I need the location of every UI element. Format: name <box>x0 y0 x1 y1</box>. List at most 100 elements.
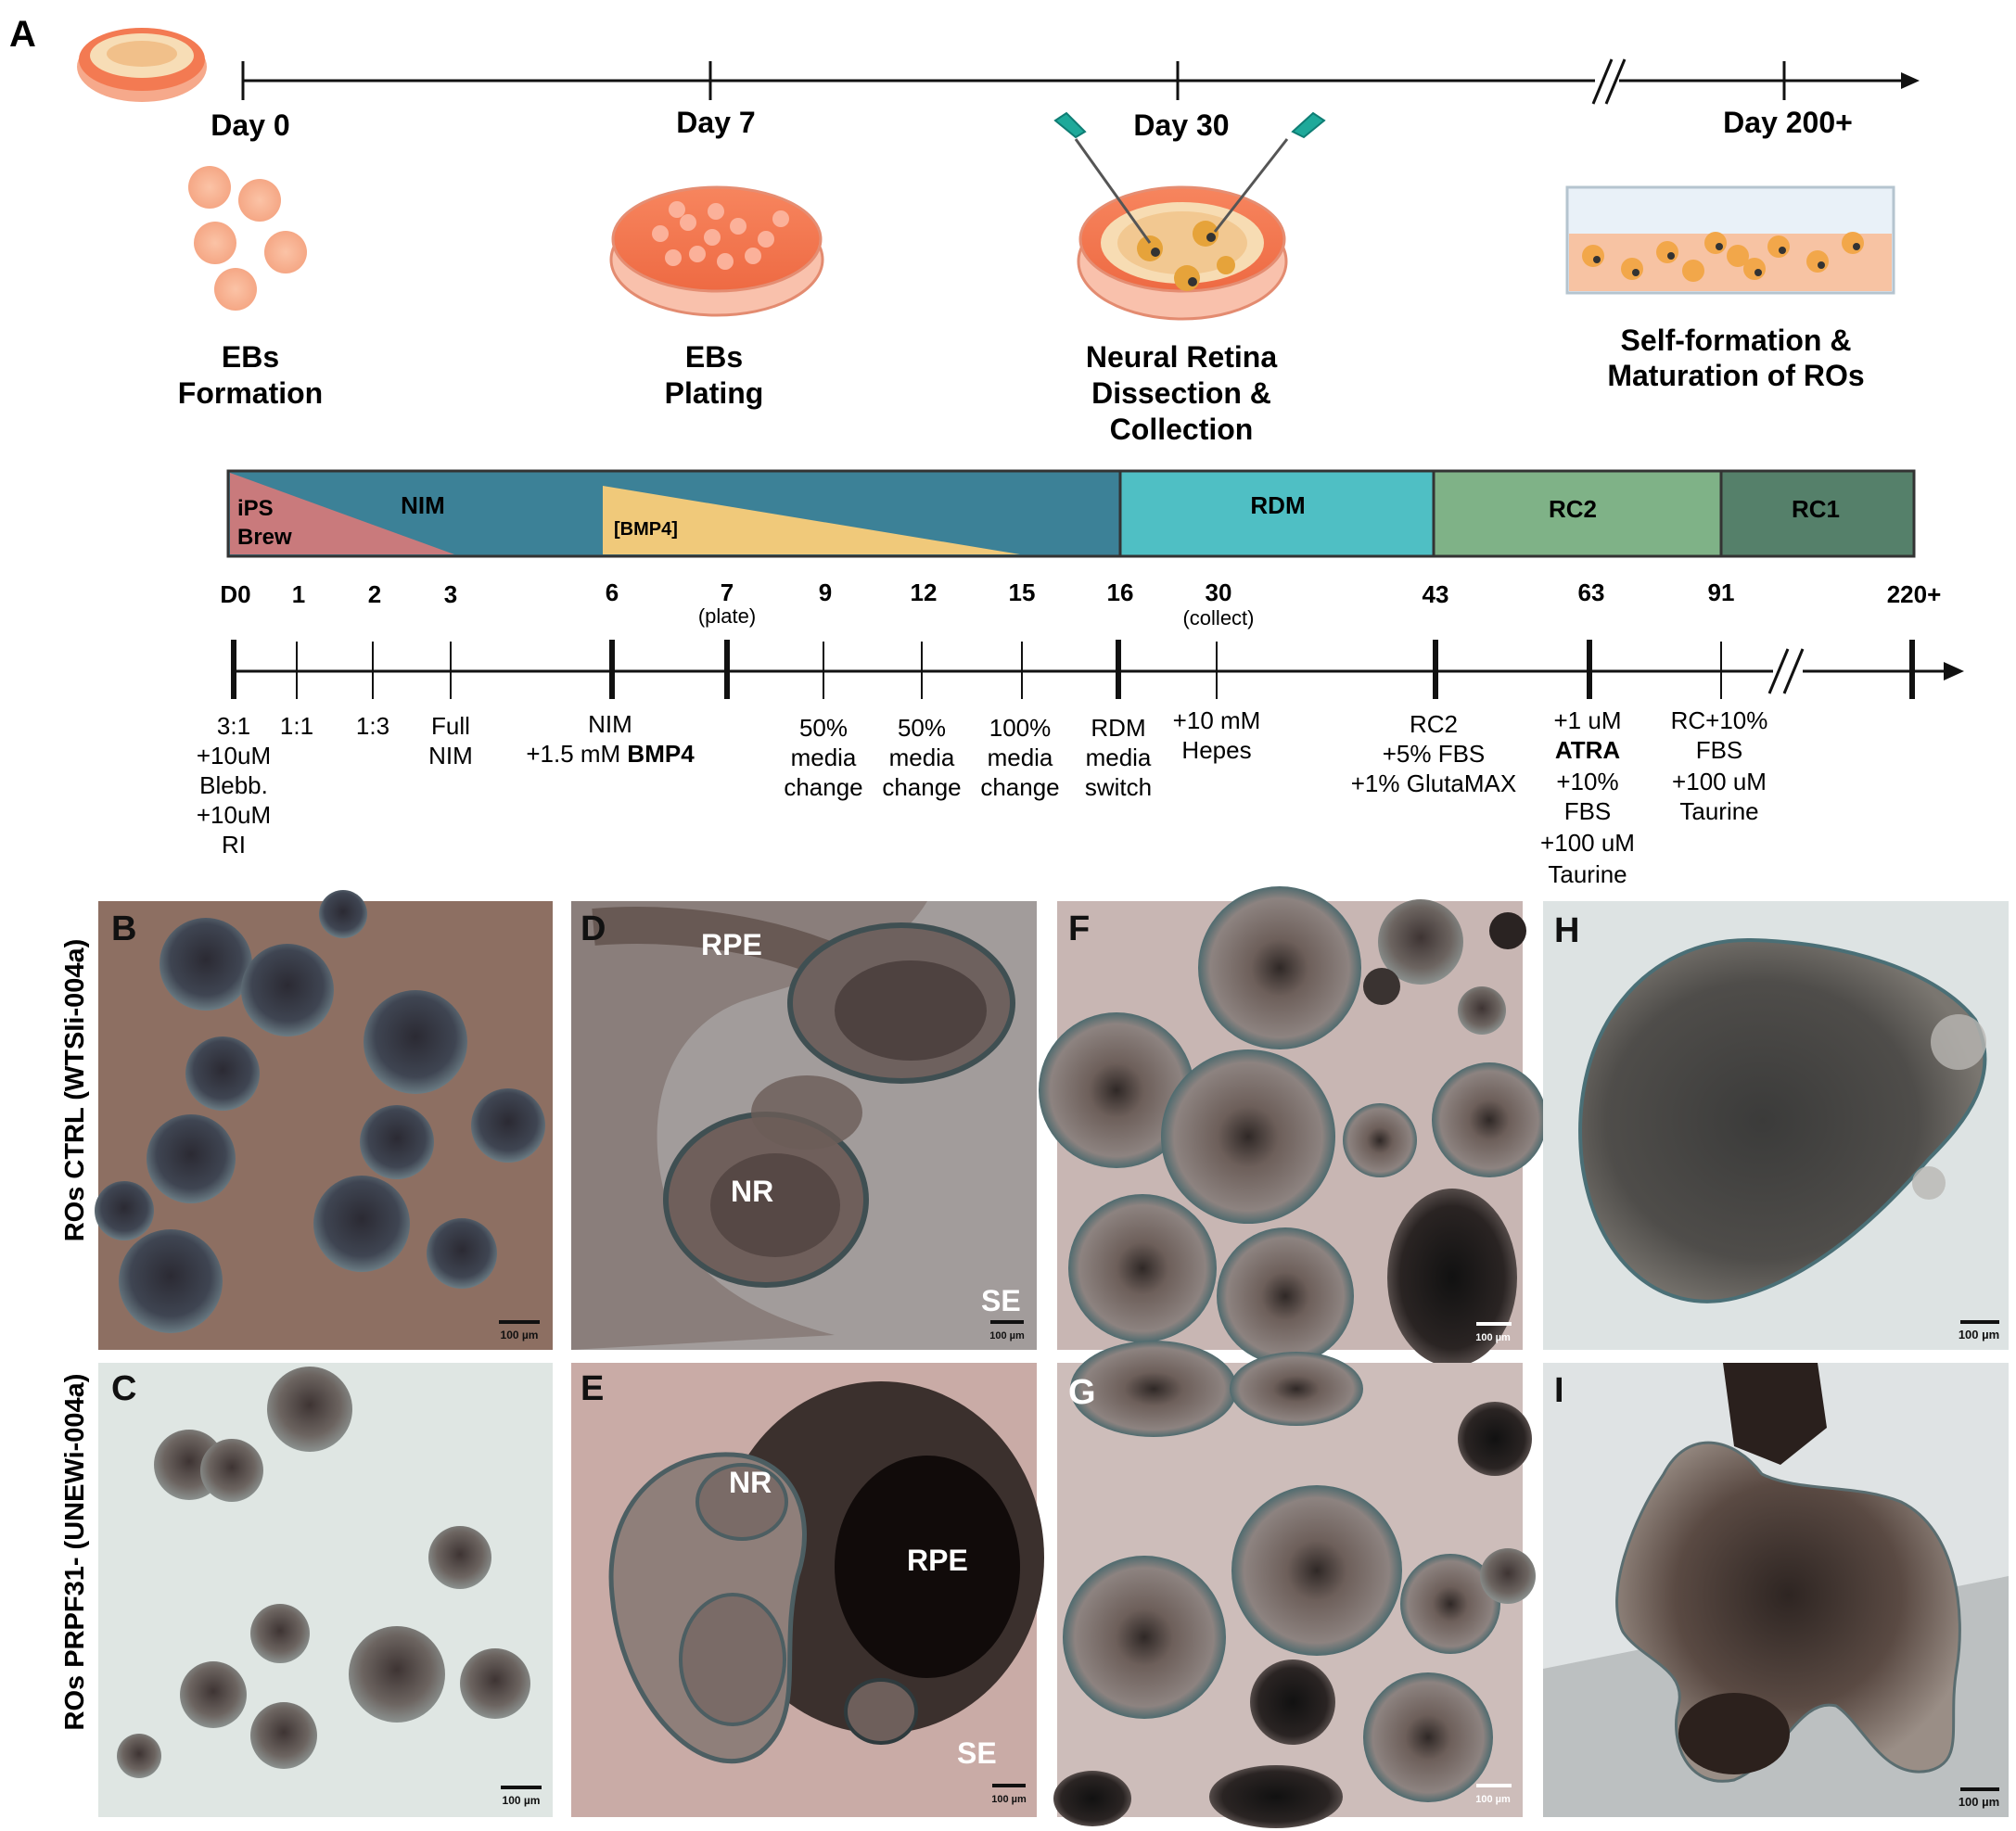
panel-e-micrograph <box>571 1363 1044 1817</box>
scale-c: 100 µm <box>503 1794 541 1807</box>
label-nr-d: NR <box>731 1175 773 1208</box>
tick-label-43: 43 <box>1423 580 1449 608</box>
panel-d-micrograph <box>571 901 1037 1350</box>
ann-d1: 1:1 <box>280 712 313 740</box>
top-day-7: Day 7 <box>676 106 755 139</box>
stage-3-line3: Collection <box>1110 413 1254 446</box>
tick-label-91: 91 <box>1708 579 1735 606</box>
media-ips-line1: iPS <box>237 496 274 521</box>
top-day-0: Day 0 <box>211 108 289 142</box>
top-day-200: Day 200+ <box>1723 106 1853 139</box>
ann-d0-l5: RI <box>222 831 246 858</box>
protocol-annotations: 3:1 +10uM Blebb. +10uM RI 1:1 1:3 Full N… <box>197 706 1768 888</box>
ann-d63-l3: +10% <box>1556 768 1618 795</box>
top-timeline-arrowhead <box>1901 72 1920 89</box>
scale-g: 100 µm <box>1475 1794 1511 1805</box>
panel-letters: B C D E F G H I <box>111 909 1579 1412</box>
ann-d6-l2-plain: +1.5 mM <box>526 740 627 768</box>
tick-label-63: 63 <box>1578 579 1605 606</box>
protocol-timeline-axis <box>231 640 1964 699</box>
panel-letter-c: C <box>111 1369 136 1408</box>
tick-label-12: 12 <box>911 579 938 606</box>
tick-note-collect: (collect) <box>1182 606 1254 629</box>
ann-d0-l4: +10uM <box>197 801 271 829</box>
axis-break-top <box>1591 58 1627 105</box>
scale-i: 100 µm <box>1959 1795 1999 1809</box>
stage-2-line2: Plating <box>665 376 764 410</box>
stage-1-line2: Formation <box>178 376 323 410</box>
stage-4-line2: Maturation of ROs <box>1607 359 1864 392</box>
media-rc2: RC2 <box>1549 495 1597 523</box>
panel-letter-d: D <box>581 909 606 948</box>
panel-c-micrograph <box>98 1363 553 1817</box>
ann-d91-l3: +100 uM <box>1672 768 1767 795</box>
ann-d63-l4: FBS <box>1564 797 1612 825</box>
scale-e: 100 µm <box>991 1794 1027 1805</box>
panel-letter-i: I <box>1554 1371 1564 1410</box>
ann-d6-l1: NIM <box>588 710 632 738</box>
tick-label-15: 15 <box>1009 579 1036 606</box>
tick-note-plate: (plate) <box>698 604 756 628</box>
media-nim: NIM <box>401 491 445 519</box>
ann-d30-l2: Hepes <box>1181 736 1251 764</box>
ann-d91-l1: RC+10% <box>1671 706 1768 734</box>
ann-d6-l2: +1.5 mM BMP4 <box>526 740 695 768</box>
stage-3-line1: Neural Retina <box>1086 340 1277 374</box>
dissection-dish-illustration <box>1053 111 1326 321</box>
ann-d9-l3: change <box>784 773 862 801</box>
ann-d16-l1: RDM <box>1091 714 1145 742</box>
media-rc1: RC1 <box>1792 495 1840 523</box>
ann-d63-l1: +1 uM <box>1554 706 1622 734</box>
label-rpe-e: RPE <box>907 1544 968 1577</box>
ann-d2: 1:3 <box>356 712 389 740</box>
scale-bars: 100 µm 100 µm 100 µm 100 µm 100 µm 100 µ… <box>499 1320 1999 1809</box>
tick-label-16: 16 <box>1107 579 1134 606</box>
ann-d16-l2: media <box>1086 744 1152 771</box>
panel-f-micrograph <box>1039 886 1547 1367</box>
maturation-flask-illustration <box>1565 185 1895 295</box>
media-bar <box>226 469 1916 558</box>
tick-label-7: 7 <box>721 579 734 606</box>
ann-d43-l3: +1% GlutaMAX <box>1351 769 1516 797</box>
panel-b-micrograph <box>95 890 553 1350</box>
ann-d16-l3: switch <box>1085 773 1152 801</box>
tick-label-d0: D0 <box>220 580 250 608</box>
ann-d0-l3: Blebb. <box>199 771 268 799</box>
panel-letter-b: B <box>111 909 136 948</box>
scale-b: 100 µm <box>501 1329 539 1341</box>
ann-d9-l2: media <box>791 744 857 771</box>
row-label-ctrl: ROs CTRL (WTSIi-004a) <box>60 939 90 1242</box>
ann-d43-l1: RC2 <box>1410 710 1458 738</box>
ann-d63-l5: +100 uM <box>1540 829 1635 857</box>
panel-g-micrograph <box>1053 1341 1536 1828</box>
media-bmp4: [BMP4] <box>614 519 678 540</box>
ann-d0-l2: +10uM <box>197 742 271 769</box>
media-ips-line2: Brew <box>237 525 292 550</box>
panel-i-micrograph <box>1543 1363 2009 1817</box>
stage-3-line2: Dissection & <box>1091 376 1271 410</box>
scale-f: 100 µm <box>1475 1332 1511 1343</box>
label-rpe-d: RPE <box>701 928 762 961</box>
ann-d43-l2: +5% FBS <box>1383 740 1486 768</box>
ann-d0-l1: 3:1 <box>217 712 250 740</box>
ann-d63-l6: Taurine <box>1548 860 1627 888</box>
panel-letter-a: A <box>9 14 36 55</box>
row-label-prpf31: ROs PRPF31- (UNEWi-004a) <box>60 1374 90 1731</box>
label-nr-e: NR <box>729 1466 772 1499</box>
tick-label-6: 6 <box>606 579 619 606</box>
ann-d12-l1: 50% <box>898 714 946 742</box>
tick-label-220: 220+ <box>1887 580 1942 608</box>
ann-d12-l3: change <box>882 773 961 801</box>
ann-d91-l2: FBS <box>1696 736 1743 764</box>
stage-4-line1: Self-formation & <box>1621 324 1852 357</box>
panel-letter-f: F <box>1068 909 1090 948</box>
label-se-d: SE <box>981 1284 1021 1317</box>
tick-label-3: 3 <box>444 580 457 608</box>
ann-d12-l2: media <box>889 744 955 771</box>
tick-label-9: 9 <box>819 579 832 606</box>
top-day-30: Day 30 <box>1133 108 1229 142</box>
media-rdm: RDM <box>1250 491 1305 519</box>
panel-h-micrograph <box>1543 901 2009 1350</box>
stage-1-line1: EBs <box>222 340 279 374</box>
